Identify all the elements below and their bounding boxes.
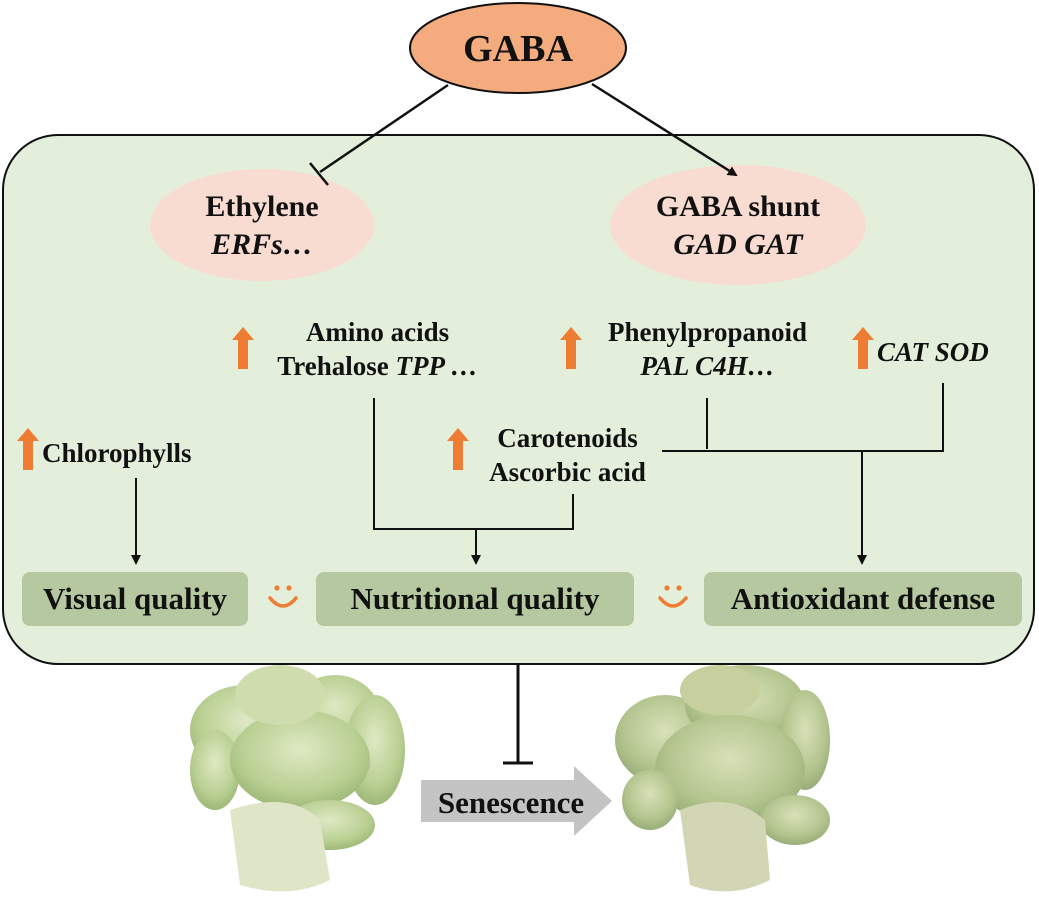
gaba-label: GABA	[463, 28, 573, 70]
erfs-text: ERFs…	[211, 227, 313, 261]
up-arrow-icon	[560, 327, 582, 369]
senesced-vegetable-image	[615, 665, 830, 892]
amino-acids-label: Amino acids Trehalose TPP …	[255, 316, 500, 384]
chlorophylls-label: Chlorophylls	[42, 438, 192, 468]
carotenoids-label: Carotenoids Ascorbic acid	[470, 422, 665, 490]
catsod-connector	[662, 383, 944, 452]
trehalose-text: Trehalose TPP …	[277, 350, 478, 381]
up-arrow-icon	[17, 428, 39, 470]
gaba-shunt-title: GABA shunt	[655, 190, 821, 223]
gaba-shunt-label: GABA shunt GAD GAT	[618, 188, 858, 263]
visual-quality-box: Visual quality	[22, 572, 248, 626]
gaba-to-ethylene-inhibit	[319, 83, 449, 174]
nutrition-connector	[373, 398, 574, 530]
up-arrow-icon	[852, 327, 874, 369]
antioxidant-defense-box: Antioxidant defense	[704, 572, 1022, 626]
carotenoids-text: Carotenoids	[497, 423, 638, 453]
amino-acids-text: Amino acids	[305, 317, 450, 347]
senescence-label: Senescence	[437, 785, 585, 820]
gaba-to-shunt-arrow	[591, 82, 738, 177]
gad-gat-text: GAD GAT	[673, 227, 803, 261]
senescence-arrow	[421, 766, 612, 836]
nutritional-quality-box: Nutritional quality	[316, 572, 634, 626]
ethylene-label: Ethylene ERFs…	[162, 188, 362, 263]
ethylene-title: Ethylene	[205, 190, 319, 223]
gaba-shunt-node	[610, 165, 866, 285]
up-arrow-icon	[232, 327, 254, 369]
smile-icon	[658, 585, 688, 608]
inhibit-bar-ethylene	[309, 162, 329, 186]
pal-c4h-text: PAL C4H…	[640, 350, 775, 381]
phenylpropanoid-label: Phenylpropanoid PAL C4H…	[585, 316, 830, 384]
ascorbic-acid-text: Ascorbic acid	[489, 456, 646, 487]
phenylpropanoid-text: Phenylpropanoid	[607, 317, 808, 347]
gaba-node	[409, 2, 627, 94]
cat-sod-label: CAT SOD	[877, 337, 989, 367]
fresh-vegetable-image	[190, 665, 405, 892]
ethylene-node	[150, 169, 374, 281]
up-arrow-icon	[447, 428, 469, 470]
smile-icon	[268, 585, 298, 608]
